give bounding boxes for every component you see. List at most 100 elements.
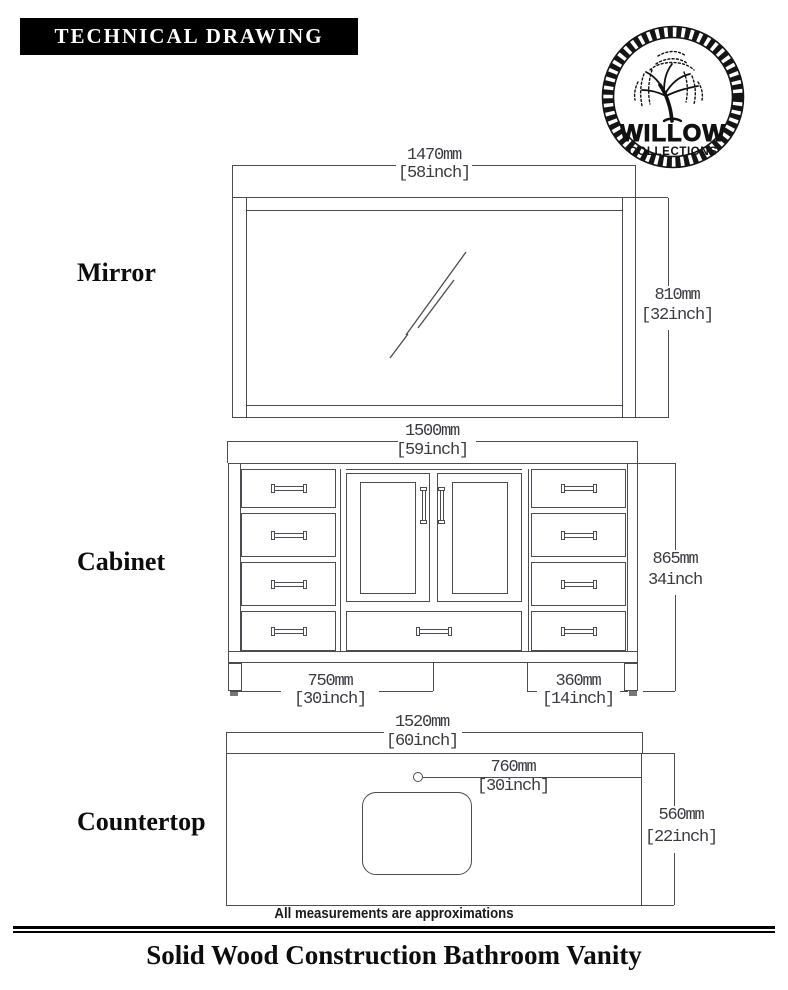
cabinet-left-span-line bbox=[379, 691, 433, 692]
cabinet-height-inch: 34inch bbox=[647, 571, 703, 590]
cabinet-left-panel-line bbox=[240, 463, 241, 651]
drawer-handle bbox=[560, 626, 597, 636]
mirror-top-rail-line bbox=[246, 210, 622, 211]
faucet-offset-mm: 760mm bbox=[490, 758, 536, 777]
sink-cutout bbox=[362, 792, 472, 875]
drawer bbox=[531, 562, 626, 606]
cabinet-left-span-line bbox=[230, 691, 281, 692]
cabinet-height-dim-line bbox=[675, 463, 676, 550]
header-banner: TECHNICAL DRAWING bbox=[20, 18, 358, 55]
countertop-width-dim-line bbox=[226, 732, 384, 733]
drawer bbox=[241, 469, 336, 508]
cabinet-bottom-rail-line bbox=[228, 651, 638, 652]
mirror-width-inch: [58inch] bbox=[397, 164, 471, 183]
drawer bbox=[531, 513, 626, 557]
cabinet-height-dim-connector bbox=[638, 463, 675, 464]
drawer bbox=[241, 513, 336, 557]
drawer-handle bbox=[560, 530, 597, 540]
mirror-width-mm: 1470mm bbox=[406, 146, 462, 165]
cabinet-right-span-line bbox=[620, 691, 628, 692]
cabinet-width-dim-tick bbox=[637, 441, 638, 463]
mirror-width-dim-line bbox=[472, 165, 636, 166]
drawer-handle bbox=[270, 626, 307, 636]
cabinet-right-span-inch: [14inch] bbox=[541, 690, 615, 709]
cabinet-left-span-tick bbox=[433, 663, 434, 691]
willow-tree-icon bbox=[633, 50, 704, 123]
drawer bbox=[241, 562, 336, 606]
mirror-height-inch: [32inch] bbox=[640, 306, 714, 325]
rope-ring-icon bbox=[601, 25, 745, 169]
approximation-note: All measurements are approximations bbox=[274, 905, 514, 922]
door-handle bbox=[438, 487, 445, 524]
countertop-depth-dim-connector bbox=[642, 905, 674, 906]
drawer-wide bbox=[346, 611, 522, 651]
page-title: TECHNICAL DRAWING bbox=[54, 24, 324, 48]
mirror-left-stile-line bbox=[246, 197, 247, 418]
countertop-depth-dim-connector bbox=[642, 753, 674, 754]
drawer-handle bbox=[270, 530, 307, 540]
cabinet-width-inch: [59inch] bbox=[395, 441, 469, 460]
willow-collections-logo: WILLOW COLLECTIONS bbox=[601, 25, 745, 169]
mirror-height-dim-line bbox=[668, 330, 669, 418]
mirror-width-dim-line bbox=[232, 165, 396, 166]
cabinet-right-panel-line bbox=[627, 463, 628, 651]
cabinet-height-dim-line bbox=[675, 595, 676, 691]
countertop-depth-dim-line bbox=[674, 853, 675, 905]
drawer-handle bbox=[270, 579, 307, 589]
faucet-offset-dim-line bbox=[423, 777, 642, 778]
drawer-handle bbox=[560, 484, 597, 493]
cabinet-left-span-mm: 750mm bbox=[307, 672, 353, 691]
mirror-height-dim-line bbox=[668, 198, 669, 286]
cabinet-width-mm: 1500mm bbox=[404, 422, 460, 441]
cabinet-width-dim-line bbox=[227, 441, 398, 442]
cabinet-foot-right bbox=[629, 691, 637, 696]
door-handle bbox=[420, 487, 427, 524]
faucet-offset-inch: [30inch] bbox=[476, 777, 550, 796]
door-panel bbox=[360, 482, 416, 594]
countertop-width-dim-tick bbox=[226, 732, 227, 753]
mirror-height-mm: 810mm bbox=[654, 286, 700, 305]
countertop-depth-mm: 560mm bbox=[658, 806, 704, 825]
cabinet-door-right bbox=[437, 473, 522, 602]
mirror-right-stile-line bbox=[622, 197, 623, 418]
cabinet-height-dim-connector bbox=[643, 691, 675, 692]
cabinet-section-label: Cabinet bbox=[77, 547, 166, 576]
mirror-height-dim-connector bbox=[636, 417, 668, 418]
cabinet-right-span-tick bbox=[527, 663, 528, 691]
drawer-handle bbox=[416, 626, 452, 636]
cabinet-right-stile-line bbox=[528, 469, 529, 651]
drawer bbox=[531, 469, 626, 508]
cabinet-left-stile-line bbox=[340, 469, 341, 651]
mirror-reflection-icon bbox=[389, 251, 467, 359]
mirror-section-label: Mirror bbox=[77, 258, 156, 287]
logo-sub-text: COLLECTIONS bbox=[628, 146, 717, 158]
countertop-width-inch: [60inch] bbox=[385, 732, 459, 751]
mirror-bottom-rail-line bbox=[246, 405, 622, 406]
drawer-handle bbox=[560, 579, 597, 589]
cabinet-width-dim-tick bbox=[227, 441, 228, 463]
countertop-depth-dim-line bbox=[674, 753, 675, 806]
cabinet-leg-right bbox=[624, 663, 638, 691]
faucet-hole bbox=[413, 772, 423, 782]
cabinet-foot-left bbox=[230, 691, 238, 696]
cabinet-door-left bbox=[346, 473, 430, 602]
footer-divider bbox=[13, 926, 775, 933]
cabinet-height-mm: 865mm bbox=[652, 550, 698, 569]
logo-brand-text: WILLOW bbox=[620, 120, 726, 147]
cabinet-width-dim-line bbox=[476, 441, 637, 442]
footer-title: Solid Wood Construction Bathroom Vanity bbox=[146, 940, 642, 970]
cabinet-top-rail-line bbox=[346, 469, 522, 470]
countertop-width-dim-tick bbox=[642, 732, 643, 753]
drawer bbox=[531, 611, 626, 651]
cabinet-left-span-inch: [30inch] bbox=[293, 690, 367, 709]
mirror-width-dim-tick bbox=[635, 165, 636, 197]
drawer bbox=[241, 611, 336, 651]
countertop-section-label: Countertop bbox=[77, 807, 206, 836]
mirror-height-dim-connector bbox=[636, 197, 668, 198]
cabinet-right-span-mm: 360mm bbox=[555, 672, 601, 691]
countertop-width-mm: 1520mm bbox=[394, 713, 450, 732]
cabinet-leg-left bbox=[228, 663, 242, 691]
mirror-width-dim-tick bbox=[232, 165, 233, 197]
cabinet-right-span-line bbox=[527, 691, 537, 692]
